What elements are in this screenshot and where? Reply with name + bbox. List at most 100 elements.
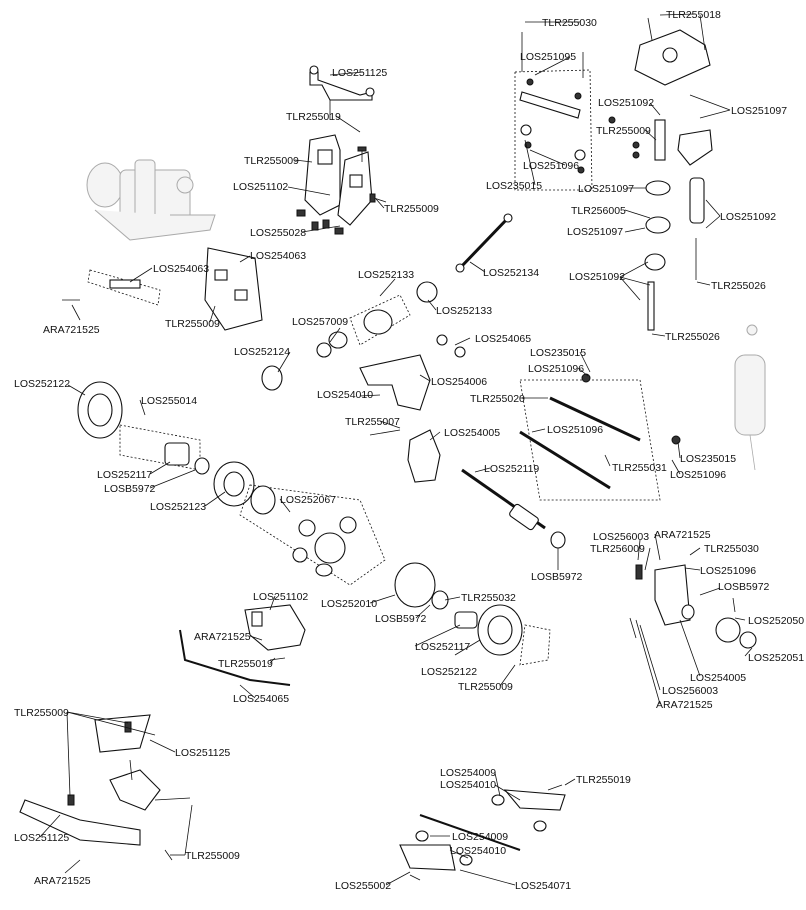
label-tlr255030-b: TLR255030 — [704, 543, 759, 555]
label-los251102-b: LOS251102 — [253, 591, 308, 603]
label-tlr255026-a: TLR255026 — [711, 280, 766, 292]
label-losb5972-c: LOSB5972 — [718, 581, 770, 593]
front-arms-group — [399, 784, 566, 881]
label-los251092-a: LOS251092 — [598, 97, 654, 109]
label-los254010-c: LOS254010 — [450, 845, 506, 857]
label-losb5972-b: LOSB5972 — [531, 571, 583, 583]
label-los254063-a: LOS254063 — [153, 263, 209, 275]
label-tlr255030: TLR255030 — [542, 17, 597, 29]
label-los257009: LOS257009 — [292, 316, 348, 328]
label-los251125-c: LOS251125 — [14, 832, 69, 844]
bulkhead-los251102 — [304, 134, 373, 226]
label-tlr255009-e: TLR255009 — [458, 681, 513, 693]
label-tlr255009-a: TLR255009 — [244, 155, 299, 167]
label-tlr255031: TLR255031 — [612, 462, 667, 474]
label-los254009-a: LOS254009 — [440, 767, 496, 779]
label-ara721525-a: ARA721525 — [43, 324, 100, 336]
turnbuckle-group — [519, 373, 681, 501]
label-tlr255032: TLR255032 — [461, 592, 516, 604]
label-tlr255009-f: TLR255009 — [14, 707, 69, 719]
label-los235015-c: LOS235015 — [680, 453, 736, 465]
label-los251092-c: LOS251092 — [569, 271, 625, 283]
label-ara721525-d: ARA721525 — [194, 631, 251, 643]
label-tlr255018: TLR255018 — [666, 9, 721, 21]
label-tlr255019-b: TLR255019 — [218, 658, 273, 670]
label-tlr256005: TLR256005 — [571, 205, 626, 217]
label-los251125-b: LOS251125 — [175, 747, 230, 759]
label-losb5972-a: LOSB5972 — [104, 483, 156, 495]
label-los255014: LOS255014 — [141, 395, 197, 407]
label-los254063-b: LOS254063 — [250, 250, 306, 262]
hub-los252133 — [261, 281, 438, 391]
faded-shock-illustration — [734, 324, 766, 471]
label-los251097-c: LOS251097 — [567, 226, 623, 238]
label-tlr255020: TLR255020 — [470, 393, 525, 405]
label-los254065-a: LOS254065 — [475, 333, 531, 345]
steering-link-group — [514, 32, 593, 191]
label-los252133-a: LOS252133 — [358, 269, 414, 281]
label-los254009-b: LOS254009 — [452, 831, 508, 843]
label-los252122-a: LOS252122 — [14, 378, 70, 390]
gear-shaft-group — [119, 424, 255, 507]
label-los256003-b: LOS256003 — [662, 685, 718, 697]
wing-mount-group — [62, 247, 263, 331]
label-los251096-a: LOS251096 — [523, 160, 579, 172]
label-los251096-b: LOS251096 — [528, 363, 584, 375]
label-los251102-a: LOS251102 — [233, 181, 288, 193]
label-los254005-a: LOS254005 — [444, 427, 500, 439]
front-spindle-group — [629, 564, 757, 649]
label-los252122-b: LOS252122 — [421, 666, 477, 678]
driveshaft-los252119 — [461, 468, 566, 549]
label-tlr256009: TLR256009 — [590, 543, 645, 555]
label-ara721525-b: ARA721525 — [654, 529, 711, 541]
rear-hub-los254005 — [407, 429, 441, 483]
label-los254065-b: LOS254065 — [233, 693, 289, 705]
label-los251096-c: LOS251096 — [547, 424, 603, 436]
part-labels: LOS251125 TLR255019 TLR255009 LOS251102 … — [14, 9, 804, 892]
label-los255002: LOS255002 — [335, 880, 391, 892]
label-los252119: LOS252119 — [484, 463, 539, 475]
label-tlr255019-c: TLR255019 — [576, 774, 631, 786]
label-los252067: LOS252067 — [280, 494, 336, 506]
label-los256003-a: LOS256003 — [593, 531, 649, 543]
label-los252123: LOS252123 — [150, 501, 206, 513]
label-los251097-b: LOS251097 — [578, 183, 634, 195]
front-bulkhead-group — [179, 604, 306, 686]
label-los252050: LOS252050 — [748, 615, 804, 627]
label-los252134: LOS252134 — [483, 267, 539, 279]
label-tlr255009-d: TLR255009 — [165, 318, 220, 330]
front-gearbox-group — [394, 562, 551, 666]
label-tlr255007: TLR255007 — [345, 416, 400, 428]
label-los251096-d: LOS251096 — [670, 469, 726, 481]
label-los254010-a: LOS254010 — [317, 389, 373, 401]
label-los251096-e: LOS251096 — [700, 565, 756, 577]
label-los255028: LOS255028 — [250, 227, 306, 239]
label-los251097-a: LOS251097 — [731, 105, 787, 117]
label-los235015-b: LOS235015 — [530, 347, 586, 359]
driveshaft-los252134 — [455, 213, 513, 273]
label-los251095: LOS251095 — [520, 51, 576, 63]
label-los251125-a: LOS251125 — [332, 67, 387, 79]
label-tlr255009-g: TLR255009 — [185, 850, 240, 862]
rear-arm-los254006 — [359, 334, 466, 436]
label-los252010: LOS252010 — [321, 598, 377, 610]
front-bumper-group — [19, 714, 191, 861]
label-los252117-b: LOS252117 — [415, 641, 470, 653]
label-los252117-a: LOS252117 — [97, 469, 152, 481]
label-ara721525-c: ARA721525 — [656, 699, 713, 711]
label-tlr255026-b: TLR255026 — [665, 331, 720, 343]
label-tlr255019-a: TLR255019 — [286, 111, 341, 123]
label-losb5972-d: LOSB5972 — [375, 613, 427, 625]
label-los254071: LOS254071 — [515, 880, 571, 892]
faded-assembly-illustration — [86, 159, 216, 241]
diff-group-los252067 — [239, 484, 386, 586]
servo-saver-parts — [608, 14, 713, 331]
label-los252133-b: LOS252133 — [436, 305, 492, 317]
label-los254006: LOS254006 — [431, 376, 487, 388]
label-los252124: LOS252124 — [234, 346, 290, 358]
label-los235015-a: LOS235015 — [486, 180, 542, 192]
gearbox-housing-los252122 — [77, 381, 123, 439]
label-los252051: LOS252051 — [748, 652, 804, 664]
